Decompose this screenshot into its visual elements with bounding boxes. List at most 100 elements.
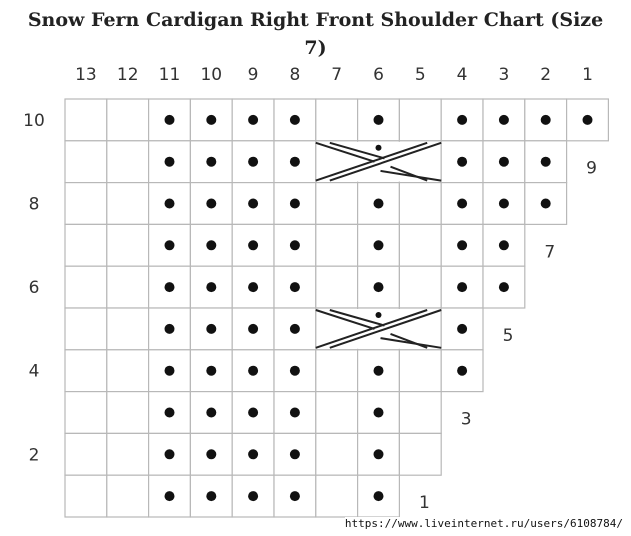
purl-dot — [289, 365, 300, 376]
column-label: 7 — [331, 65, 342, 85]
column-label: 1 — [582, 65, 593, 85]
chart-cell — [398, 265, 442, 309]
purl-dot — [248, 407, 259, 418]
purl-dot — [164, 449, 175, 460]
purl-dot — [373, 282, 384, 293]
purl-dot — [457, 323, 468, 334]
purl-dot — [206, 114, 217, 125]
purl-dot — [248, 365, 259, 376]
purl-dot — [498, 198, 509, 209]
purl-dot — [457, 198, 468, 209]
chart-cell — [398, 98, 442, 142]
purl-dot — [289, 491, 300, 502]
chart-cell — [398, 432, 442, 476]
purl-dot — [289, 156, 300, 167]
purl-dot — [206, 491, 217, 502]
purl-dot — [289, 114, 300, 125]
purl-dot — [248, 240, 259, 251]
chart-cell — [106, 432, 150, 476]
purl-dot — [164, 365, 175, 376]
cable-cross-symbol — [315, 141, 442, 182]
purl-dot — [164, 240, 175, 251]
purl-dot — [540, 198, 551, 209]
row-label-right: 5 — [503, 326, 514, 346]
chart-cell — [231, 349, 275, 393]
chart-title: Snow Fern Cardigan Right Front Shoulder … — [27, 9, 604, 59]
column-label: 2 — [540, 65, 551, 85]
purl-dot — [289, 449, 300, 460]
column-label: 10 — [200, 65, 222, 85]
row-label-right: 7 — [544, 242, 555, 262]
chart-cell — [64, 98, 108, 142]
purl-dot — [498, 156, 509, 167]
purl-dot — [373, 240, 384, 251]
purl-dot — [248, 198, 259, 209]
purl-dot — [206, 323, 217, 334]
purl-dot — [206, 282, 217, 293]
purl-dot — [540, 156, 551, 167]
chart-grid — [64, 98, 609, 518]
chart-cell — [106, 474, 150, 518]
chart-cell — [64, 182, 108, 226]
purl-dot — [498, 114, 509, 125]
purl-dot — [582, 114, 593, 125]
chart-cell — [64, 391, 108, 435]
purl-dot — [206, 156, 217, 167]
purl-dot — [248, 449, 259, 460]
purl-dot — [289, 323, 300, 334]
column-label: 13 — [75, 65, 97, 85]
purl-dot — [248, 156, 259, 167]
chart-cell — [106, 223, 150, 267]
chart-cell — [106, 140, 150, 184]
row-label-left: 8 — [29, 195, 40, 215]
row-label-right: 1 — [419, 493, 430, 513]
column-label: 5 — [415, 65, 426, 85]
purl-dot — [248, 282, 259, 293]
purl-dot — [375, 312, 382, 318]
purl-dot — [206, 407, 217, 418]
chart-cell — [106, 182, 150, 226]
purl-dot — [457, 114, 468, 125]
purl-dot — [457, 156, 468, 167]
row-label-left: 2 — [29, 445, 40, 465]
purl-dot — [164, 156, 175, 167]
column-label: 12 — [117, 65, 139, 85]
chart-cell — [64, 432, 108, 476]
chart-cell — [189, 391, 233, 435]
purl-dot — [373, 114, 384, 125]
purl-dot — [164, 491, 175, 502]
row-label-right: 3 — [461, 410, 472, 430]
chart-cell — [64, 223, 108, 267]
column-label: 4 — [457, 65, 468, 85]
cable-cross-symbol — [315, 309, 442, 349]
purl-dot — [206, 449, 217, 460]
purl-dot — [375, 144, 382, 151]
chart-cell — [398, 391, 442, 435]
chart-cell — [315, 474, 359, 518]
chart-cell — [189, 182, 233, 226]
purl-dot — [164, 282, 175, 293]
chart-symbols — [164, 114, 593, 502]
column-label: 3 — [498, 65, 509, 85]
purl-dot — [498, 282, 509, 293]
chart-cell — [315, 349, 359, 393]
row-label-left: 6 — [29, 278, 40, 298]
chart-cell — [398, 223, 442, 267]
row-label-left: 10 — [23, 111, 45, 131]
purl-dot — [373, 198, 384, 209]
chart-cell — [64, 140, 108, 184]
chart-cell — [106, 391, 150, 435]
chart-cell — [106, 98, 150, 142]
purl-dot — [164, 407, 175, 418]
chart-cell — [106, 265, 150, 309]
row-label-left: 4 — [29, 362, 40, 382]
chart-cell — [398, 182, 442, 226]
chart-cell — [64, 265, 108, 309]
purl-dot — [206, 198, 217, 209]
purl-dot — [498, 240, 509, 251]
purl-dot — [289, 282, 300, 293]
chart-cell — [398, 349, 442, 393]
chart-cell — [64, 349, 108, 393]
